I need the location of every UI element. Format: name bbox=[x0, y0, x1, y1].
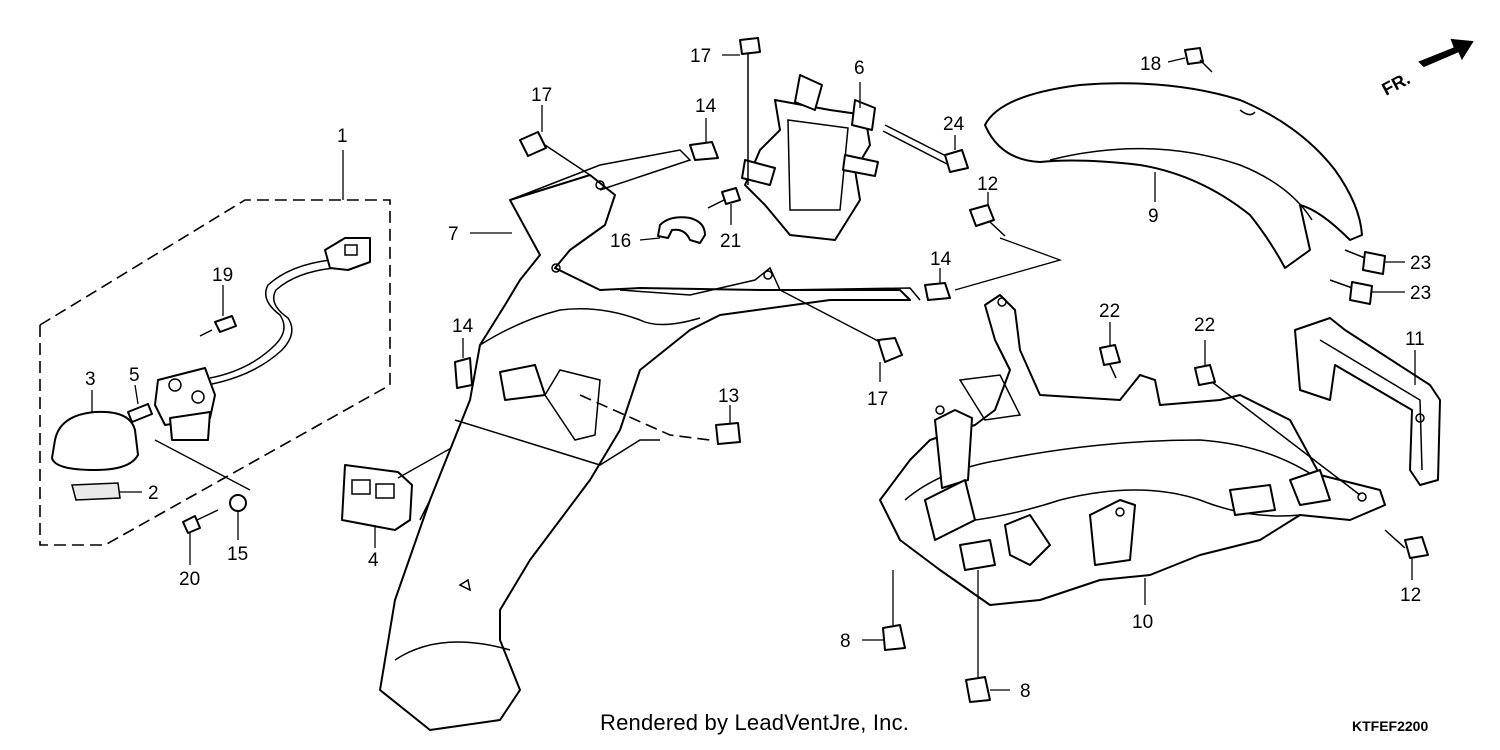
part-8-nut-right bbox=[965, 570, 1010, 703]
part-17-bolt-left bbox=[519, 105, 591, 176]
part-9-front-fender bbox=[984, 82, 1363, 269]
callout-11: 11 bbox=[1405, 329, 1425, 350]
part-14-clip-right bbox=[924, 268, 951, 301]
part-16-clamp bbox=[639, 216, 706, 244]
callout-14a: 14 bbox=[695, 96, 717, 117]
part-11-bracket bbox=[1294, 317, 1441, 486]
callout-3: 3 bbox=[85, 369, 96, 390]
callout-12a: 12 bbox=[977, 174, 998, 195]
callout-5: 5 bbox=[129, 365, 140, 386]
callout-22b: 22 bbox=[1194, 315, 1215, 336]
part-12-bolt-top bbox=[969, 192, 1006, 237]
callout-22a: 22 bbox=[1099, 301, 1120, 322]
callout-20: 20 bbox=[179, 569, 200, 590]
part-19-screw bbox=[199, 285, 237, 337]
callout-17c: 17 bbox=[867, 389, 888, 410]
part-21-screw bbox=[707, 187, 741, 225]
callout-17b: 17 bbox=[531, 85, 552, 106]
part-8-nut-left bbox=[862, 570, 906, 651]
callout-7: 7 bbox=[448, 224, 459, 245]
part-22-bolt-right bbox=[1194, 340, 1361, 496]
callout-21: 21 bbox=[720, 231, 741, 252]
part-7-rear-fender bbox=[379, 149, 921, 731]
credit-line: Rendered by LeadVentJre, Inc. bbox=[600, 710, 910, 735]
callout-15: 15 bbox=[227, 544, 248, 565]
callout-16: 16 bbox=[610, 231, 631, 252]
part-24-bolt bbox=[882, 124, 969, 173]
part-14-clip-top bbox=[689, 118, 719, 161]
part-12-bolt-lower bbox=[1384, 529, 1429, 580]
diagram-code: KTFEF2200 bbox=[1352, 718, 1429, 734]
part-2-pad bbox=[71, 482, 142, 501]
callout-13: 13 bbox=[718, 386, 739, 407]
part-5-bulb bbox=[127, 384, 153, 423]
callout-23b: 23 bbox=[1410, 283, 1431, 304]
callout-2: 2 bbox=[148, 483, 159, 504]
part-23-bolt-lower bbox=[1329, 279, 1405, 305]
callout-14c: 14 bbox=[452, 316, 474, 337]
callout-4: 4 bbox=[368, 550, 379, 571]
callout-14b: 14 bbox=[930, 249, 952, 270]
callout-17a: 17 bbox=[690, 46, 711, 67]
part-20-screw bbox=[182, 509, 219, 565]
front-direction-arrow-icon: FR. bbox=[1378, 38, 1474, 100]
callout-24: 24 bbox=[943, 114, 965, 135]
part-18-bolt bbox=[1167, 47, 1213, 73]
callout-12b: 12 bbox=[1400, 585, 1421, 606]
callout-18: 18 bbox=[1140, 54, 1161, 75]
direction-marker-label: FR. bbox=[1378, 68, 1413, 99]
part-23-bolt-upper bbox=[1344, 249, 1405, 275]
part-15-nut bbox=[229, 494, 247, 540]
callout-9: 9 bbox=[1148, 206, 1159, 227]
callout-8a: 8 bbox=[840, 631, 851, 652]
part-13-nut bbox=[715, 422, 741, 445]
callout-23a: 23 bbox=[1410, 253, 1431, 274]
tail-light-group bbox=[39, 150, 391, 546]
part-17-bolt-top bbox=[722, 37, 761, 185]
part-14-clip-left bbox=[454, 338, 473, 389]
part-6-bracket bbox=[741, 74, 879, 241]
callout-labels: 1 2 3 4 5 6 7 8 8 9 10 11 12 12 13 14 14… bbox=[85, 46, 1431, 702]
callout-6: 6 bbox=[854, 58, 865, 79]
callout-19: 19 bbox=[212, 265, 233, 286]
part-3-lens bbox=[51, 390, 139, 471]
callout-10: 10 bbox=[1132, 612, 1153, 633]
license-light-socket bbox=[154, 237, 371, 491]
callout-8b: 8 bbox=[1020, 681, 1031, 702]
part-17-bolt-right bbox=[779, 289, 903, 382]
part-10-inner-fender bbox=[879, 294, 1386, 606]
part-22-bolt-left bbox=[1099, 322, 1121, 379]
callout-1: 1 bbox=[337, 126, 348, 147]
